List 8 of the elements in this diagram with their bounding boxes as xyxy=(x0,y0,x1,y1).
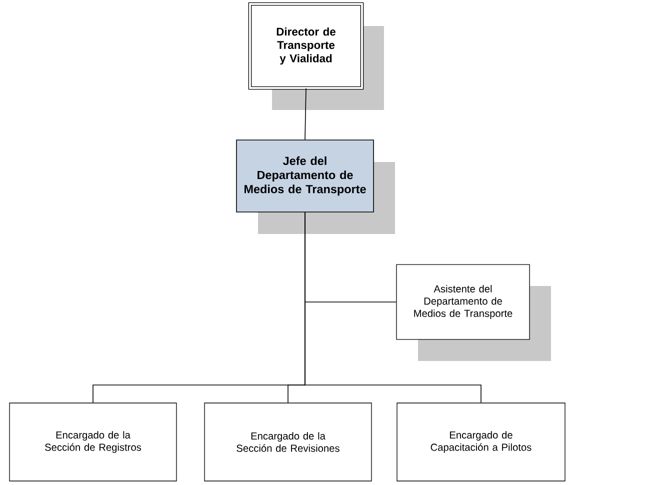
org-box: Encargado de la Sección de Registros xyxy=(9,402,177,482)
org-box: Director de Transporte y Vialidad xyxy=(248,2,364,90)
connector-line xyxy=(304,88,306,140)
org-box: Encargado de Capacitación a Pilotos xyxy=(396,402,566,482)
org-box: Encargado de la Sección de Revisiones xyxy=(204,402,372,482)
connector-line xyxy=(304,212,482,404)
org-box: Asistente del Departamento de Medios de Transporte xyxy=(396,264,530,340)
org-box: Jefe del Departamento de Medios de Transporte xyxy=(236,140,374,212)
